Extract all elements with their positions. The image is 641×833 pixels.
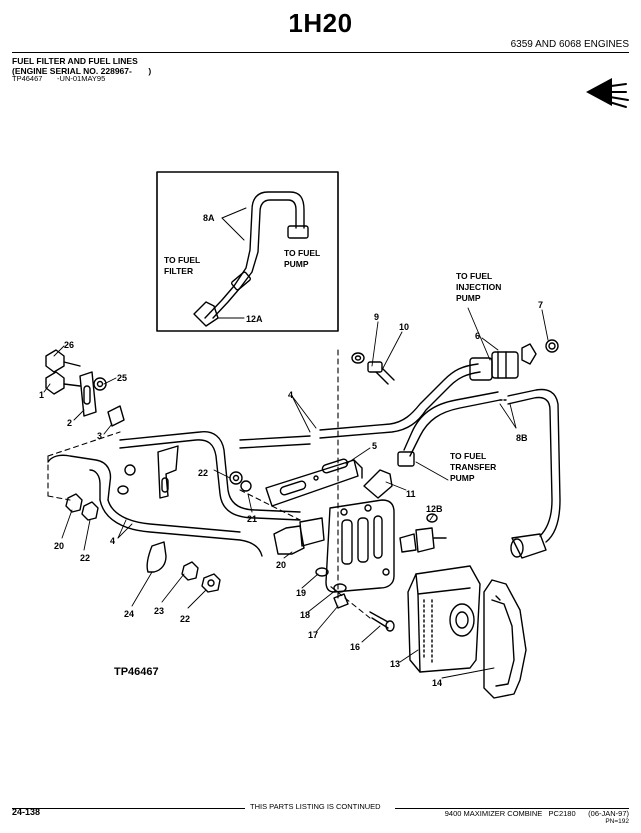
fitting-11 [363,451,415,499]
header-divider [12,52,629,53]
bracket-24 [146,541,221,593]
engine-serial-line: (ENGINE SERIAL NO. 228967- ) [12,66,152,76]
small-parts [315,567,395,632]
note-to-fuel-filter-line1: TO FUEL [164,255,200,265]
callout-19: 19 [296,588,306,598]
callout-25: 25 [117,373,127,383]
callout-20-left: 20 [54,541,64,551]
callout-10: 10 [399,322,409,332]
cover-14 [483,579,527,699]
callout-20-mid: 20 [276,560,286,570]
callout-11: 11 [406,489,416,499]
dashed-leaders [47,349,371,619]
page-title: 1H20 [288,8,353,38]
fuel-line-4 [47,431,311,557]
callout-21: 21 [247,514,257,524]
callout-13: 13 [390,659,400,669]
callout-12a: 12A [246,314,263,324]
section-title: FUEL FILTER AND FUEL LINES [12,56,138,66]
clamp-21 [124,445,252,499]
engine-models-label: 6359 AND 6068 ENGINES [510,39,629,50]
note-to-fuel-pump-line2: PUMP [284,259,309,269]
inset-detail [156,171,339,332]
callout-1: 1 [39,390,44,400]
callout-22-left: 22 [80,553,90,563]
callout-5: 5 [372,441,377,451]
callout-8b: 8B [516,433,528,443]
bolt-9 [351,352,395,385]
filter-element-13 [407,565,481,673]
nut-20-left [65,493,99,521]
continued-notice: THIS PARTS LISTING IS CONTINUED [250,802,381,811]
note-to-fuel-injection-line1: TO FUEL [456,271,492,281]
callout-16: 16 [350,642,360,652]
footer-divider-right [395,808,629,809]
note-to-fuel-transfer-line1: TO FUEL [450,451,486,461]
callout-4-upper: 4 [288,390,293,400]
callout-22-mid: 22 [198,468,208,478]
callout-23: 23 [154,606,164,616]
front-direction-arrow-icon [586,78,629,108]
callout-22-bottom: 22 [180,614,190,624]
callout-12b: 12B [426,504,443,514]
callout-leaders [43,307,549,679]
callout-numbers: 8A 12A 26 25 1 2 3 4 4 9 10 6 7 8B 5 11 … [39,213,543,688]
bracket-5 [265,458,363,507]
callout-2: 2 [67,418,72,428]
callout-17: 17 [308,630,318,640]
note-to-fuel-transfer-line2: TRANSFER [450,462,496,472]
note-to-fuel-injection-line2: INJECTION [456,282,501,292]
callout-14: 14 [432,678,442,688]
diagram-notes: TO FUEL FILTER TO FUEL PUMP TO FUEL INJE… [114,248,501,678]
callout-26: 26 [64,340,74,350]
page-number: 24-138 [12,807,41,817]
pn-code: PN=192 [605,818,629,825]
footer-divider-left [12,808,245,809]
callout-4-lower: 4 [110,536,115,546]
note-to-fuel-filter-line2: FILTER [164,266,193,276]
callout-3: 3 [97,431,102,441]
fuel-line-injection [319,339,559,439]
figure-reference: TP46467 -UN-01MAY95 [12,74,106,83]
callout-7: 7 [538,300,543,310]
filter-housing [273,499,447,593]
callout-6: 6 [475,331,480,341]
callout-8a: 8A [203,213,215,223]
note-to-fuel-pump-line1: TO FUEL [284,248,320,258]
callout-24: 24 [124,609,134,619]
figure-id-label: TP46467 [114,666,159,678]
note-to-fuel-injection-line3: PUMP [456,293,481,303]
callout-18: 18 [300,610,310,620]
note-to-fuel-transfer-line3: PUMP [450,473,475,483]
clip-assembly-left [45,349,125,427]
fuel-line-8b [403,388,561,559]
machine-info: 9400 MAXIMIZER COMBINE PC2180 (06-JAN-97… [444,809,629,818]
callout-9: 9 [374,312,379,322]
